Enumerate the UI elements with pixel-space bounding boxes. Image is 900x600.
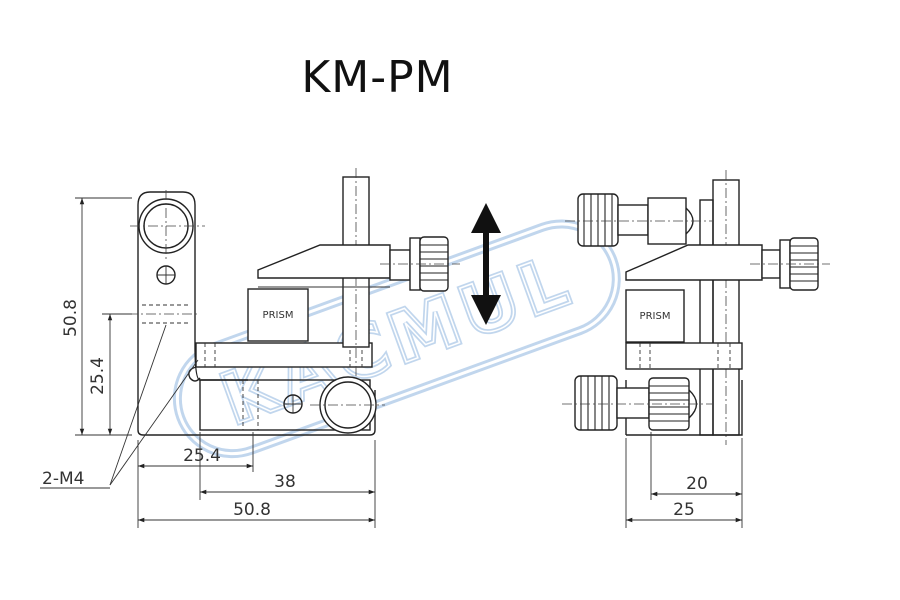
dim-width-total: 50.8 [233,500,271,520]
side-view: PRISM 20 25 [562,170,830,528]
dim-height-mid: 25.4 [88,357,108,395]
front-adjuster-body [389,249,411,281]
dim-width-a: 25.4 [183,446,221,466]
front-prism [247,288,309,342]
front-view: PRISM 50.8 25.4 [40,168,460,528]
front-post-top [137,191,196,206]
side-prism [625,289,685,343]
side-dim-width-a: 20 [686,474,708,494]
front-prism-label: PRISM [263,310,294,321]
dim-hole-label: 2-M4 [42,469,84,489]
side-prism-holder [625,244,763,281]
side-vertical-post [712,179,740,436]
dim-height-total: 50.8 [61,299,81,337]
front-prism-holder [257,244,391,279]
dim-width-b: 38 [274,472,296,492]
page-title: KM-PM [301,52,454,103]
side-clamp-arm [625,342,743,370]
side-dim-width-b: 25 [673,500,695,520]
side-prism-label: PRISM [640,311,671,322]
